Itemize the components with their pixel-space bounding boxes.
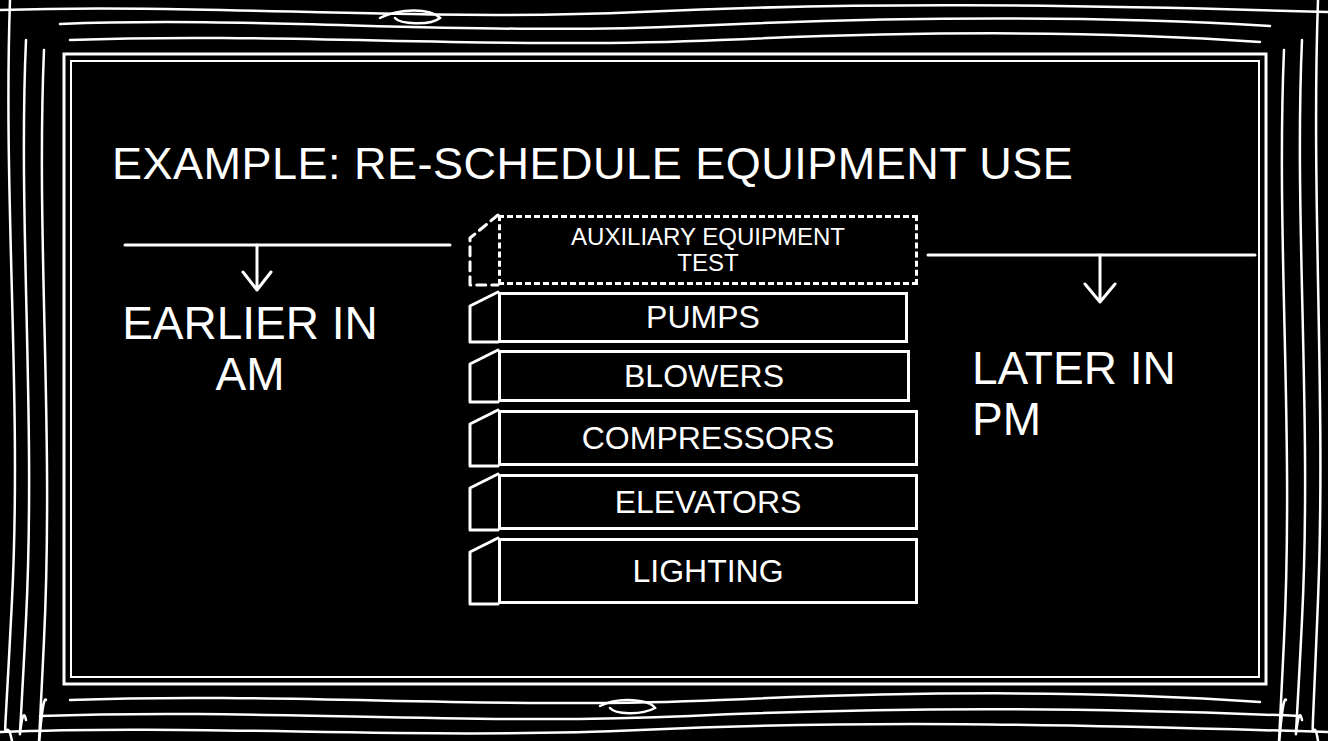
box-label: COMPRESSORS <box>582 420 834 457</box>
down-arrow <box>243 245 271 290</box>
time-label: LATER IN PM <box>972 343 1217 444</box>
box-label: ELEVATORS <box>615 484 802 521</box>
box-side <box>470 215 498 285</box>
box-label: PUMPS <box>646 299 760 336</box>
equipment-box: COMPRESSORS <box>498 410 918 466</box>
down-arrow <box>1085 255 1115 302</box>
equipment-box: AUXILIARY EQUIPMENT TEST <box>498 215 918 285</box>
equipment-box: BLOWERS <box>498 350 910 402</box>
box-side <box>470 292 498 342</box>
chalk-line <box>928 254 1255 257</box>
box-label: LIGHTING <box>632 553 783 590</box>
equipment-box: PUMPS <box>498 292 908 343</box>
chalk-line <box>125 244 450 247</box>
equipment-box: ELEVATORS <box>498 474 918 530</box>
box-side <box>470 410 498 466</box>
board-title: EXAMPLE: RE-SCHEDULE EQUIPMENT USE <box>112 138 1073 190</box>
box-side <box>470 350 498 402</box>
box-label: AUXILIARY EQUIPMENT TEST <box>548 224 868 277</box>
box-side <box>470 474 498 530</box>
time-label: EARLIER IN AM <box>100 298 400 399</box>
box-label: BLOWERS <box>624 358 784 395</box>
equipment-box: LIGHTING <box>498 538 918 604</box>
box-side <box>470 538 498 604</box>
